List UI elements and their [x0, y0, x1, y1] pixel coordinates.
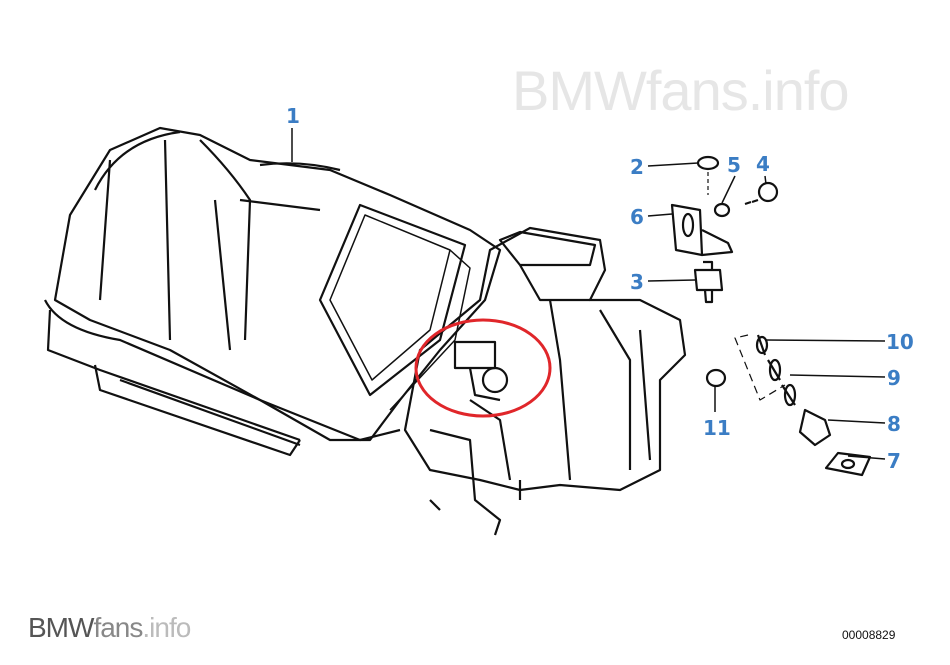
callout-11: 11 — [703, 416, 731, 440]
callout-6: 6 — [630, 205, 644, 229]
callout-1: 1 — [286, 104, 300, 128]
callout-4: 4 — [756, 152, 770, 176]
callout-9: 9 — [887, 366, 901, 390]
highlight-circle — [414, 318, 552, 418]
callout-8: 8 — [887, 412, 901, 436]
watermark-top: BMWfans.info — [512, 59, 850, 122]
callout-3: 3 — [630, 270, 644, 294]
diagram-number: 00008829 — [842, 628, 896, 642]
callout-2: 2 — [630, 155, 644, 179]
callout-5: 5 — [727, 153, 741, 177]
callout-7: 7 — [887, 449, 901, 473]
watermark-bottom: BMWfans.info — [28, 612, 191, 643]
callout-10: 10 — [886, 330, 914, 354]
